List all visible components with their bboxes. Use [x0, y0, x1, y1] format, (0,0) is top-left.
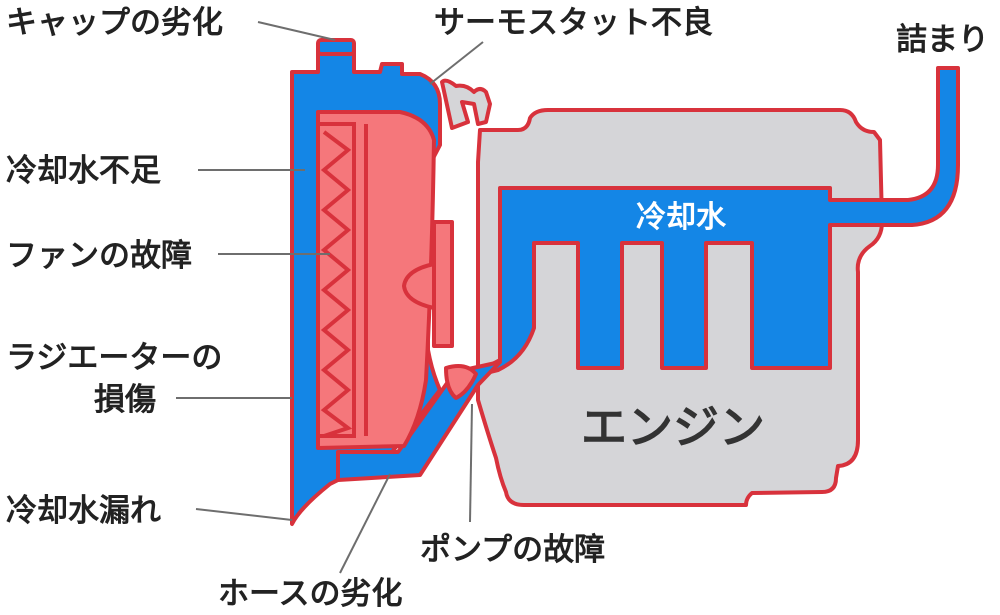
thermostat-housing [440, 78, 492, 130]
leader-cap [257, 21, 336, 41]
label-clog: 詰まり [896, 22, 989, 58]
label-hose: ホースの劣化 [218, 576, 402, 612]
water-pump [444, 364, 478, 400]
leader-hose [339, 473, 391, 574]
label-fan: ファンの故障 [6, 238, 192, 274]
label-coolant: 冷却水 [636, 200, 727, 235]
label-cap: キャップの劣化 [6, 5, 223, 41]
engine-coolant-channel [464, 66, 960, 380]
label-radiator-line2: 損傷 [94, 382, 156, 418]
label-thermostat: サーモスタット不良 [434, 5, 713, 41]
leader-thermostat [429, 41, 484, 85]
radiator-fins [320, 130, 353, 438]
leader-leak [195, 508, 293, 521]
fan-hub [432, 220, 454, 348]
label-leak: 冷却水漏れ [6, 493, 161, 529]
label-radiator-line1: ラジエーターの [6, 340, 222, 376]
label-pump: ポンプの故障 [420, 532, 605, 568]
label-engine: エンジン [581, 400, 765, 454]
radiator-cap [316, 38, 356, 56]
radiator-fin-frame [318, 122, 368, 438]
label-coolant-low: 冷却水不足 [6, 153, 161, 189]
leader-pump [469, 403, 473, 523]
fan-hub-bump [401, 261, 436, 311]
